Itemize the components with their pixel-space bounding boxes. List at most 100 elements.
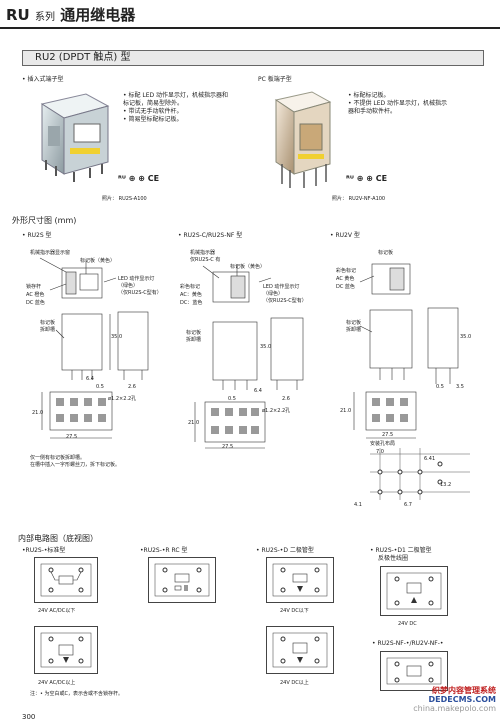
product-1-bullet: • 标配 LED 动作显示灯，机械指示器和 [123,92,229,99]
ru2s-c-label: LED 动作显示灯 [263,284,300,290]
product-2-bullet: • 标配标记板。 [348,92,390,99]
header-rule [0,27,500,29]
ru2v-dim: 27.5 [382,432,394,438]
page-title: 通用继电器 [60,6,136,24]
series-word: 系列 [34,12,55,23]
product-2-bullet: • 不提供 LED 动作显示灯，机械指示 [348,100,448,107]
ru2s-title: • RU2S 型 [22,232,52,239]
product-2-label: PC 板端子型 [258,76,292,83]
ru2v-label: 标记板 [378,250,394,256]
ru2v-dim: 21.0 [340,408,352,414]
cert-logos-2: ᴿᵁ ⊕ ⊕ CE [346,174,387,183]
ru2v-title: • RU2V 型 [330,232,360,239]
ru2s-dim: 2.6 [128,384,136,390]
ru2v-dim: 7.0 [376,449,384,455]
ru2v-label: AC 黄色 [336,276,355,282]
csa-logo-icon: ⊕ [128,174,136,183]
ru2s-dim: ø1.2×2.2孔 [108,396,137,402]
ru2s-c-label: 彩色标记 [180,284,201,290]
ru2v-dim: 4.1 [354,502,362,508]
ul-logo-icon: ᴿᵁ [346,174,354,183]
ru2v-drawing [330,242,490,512]
ru2v-label: DC 蓝色 [336,284,355,290]
relay-photo-pc-board [272,88,334,190]
ru2s-c-dim: 21.0 [188,420,200,426]
watermark-url-2: china.makepolo.com [413,704,496,713]
ru2v-dim: 0.5 [436,384,444,390]
cert-logos-1: ᴿᵁ ⊕ ⊕ CE [118,174,159,183]
ru2v-dim: 6.7 [404,502,412,508]
ru2s-dim: 35.0 [111,334,123,340]
ru2s-label: 标记板（黄色） [80,258,116,264]
page-header: RU 系列 通用继电器 [6,4,135,25]
ru2s-label: 拆卸槽 [40,327,56,333]
ru2v-dim: 6.41 [424,456,436,462]
ru2s-c-dim: 35.0 [260,344,272,350]
model-title-box: RU2 (DPDT 触点) 型 [22,50,484,66]
ru2s-label: DC 蓝色 [26,300,45,306]
circuit-title: • RU2S-•D 二极管型 [256,547,314,554]
ru2s-label: （绿色） [118,283,139,289]
ru2v-dim: 35.0 [460,334,472,340]
circuit-subtitle: 反极性线圈 [378,555,409,562]
ru2s-label: 锁存杆 [26,284,42,290]
ru2v-label: 安装孔布局 [370,441,396,447]
ce-logo-icon: CE [147,174,160,183]
circuit-voltage: 24V AC/DC以上 [38,680,76,686]
ru2s-label: AC 橙色 [26,292,45,298]
product-2-bullet: 器和手动软件杆。 [348,108,397,115]
circuit-title: •RU2S-•标准型 [22,547,66,554]
dimensions-section-title: 外形尺寸图 (mm) [12,216,77,225]
ru2s-label: 标记板 [40,320,56,326]
circuit-diagram-nf [380,651,448,691]
ru2v-dim: 13.2 [440,482,452,488]
watermark-url: DEDECMS.COM [428,695,496,704]
ru2s-c-drawing [175,242,330,457]
ce-logo-icon: CE [375,174,388,183]
circuit-diagram-diode-high [266,626,334,674]
circuit-voltage: 24V DC以下 [280,608,309,614]
product-2-bullets: • 标配标记板。 • 不提供 LED 动作显示灯，机械指示 器和手动软件杆。 [348,92,447,116]
circuit-title: •RU2S-•R RC 型 [140,547,188,554]
watermark-brand: 织梦内容管理系统 [432,686,496,695]
watermark: 织梦内容管理系统 DEDECMS.COM china.makepolo.com [413,686,496,713]
circuit-diagram-diode-reverse [380,566,448,616]
ru2s-c-dim: 2.6 [282,396,290,402]
ru2s-c-label: AC：黄色 [180,292,202,298]
ru2s-drawing [20,242,170,452]
circuit-voltage: 24V DC [398,621,417,627]
ul-logo-icon: ᴿᵁ [118,174,126,183]
ru2s-c-label: 拆卸槽 [186,337,202,343]
ru2s-c-label: DC：蓝色 [180,300,203,306]
product-1-bullet: 标记板，简易型除外。 [123,100,184,107]
product-1-bullet: • 带试无手动软件杆。 [123,108,183,115]
ru2v-label: 彩色标记 [336,268,357,274]
ru2s-label: 机械指示器显示窗 [30,250,71,256]
ru2s-c-dim: 0.5 [228,396,236,402]
tuv-logo-icon: ⊕ [366,174,373,183]
ru2v-label: 拆卸槽 [346,327,362,333]
ru2s-dim: 0.5 [96,384,104,390]
ru2s-dim: 21.0 [32,410,44,416]
photo-caption-1: 照片： RU2S-A100 [102,196,147,202]
ru2s-label: LED 动作显示灯 [118,276,155,282]
relay-photo-plug-in [34,90,114,185]
ru2s-c-label: （仅RU2S-C型有） [263,298,307,304]
product-1-label: • 插入式端子型 [22,76,64,83]
ru2s-c-dim: 27.5 [222,444,234,450]
circuits-section-title: 内部电路图（底视图） [18,534,98,543]
circuit-diagram-diode-low [266,557,334,603]
ru2v-dim: 3.5 [456,384,464,390]
ru2s-note: 在槽中插入一字形螺丝刀，拆下标记板。 [30,462,121,468]
circuit-diagram-standard-high [34,626,98,674]
circuit-voltage: 24V AC/DC以下 [38,608,76,614]
ru2s-c-label: 标记板 [186,330,202,336]
ru2s-note: 仅一侧有标记板拆卸槽。 [30,455,86,461]
page-number: 300 [22,713,36,721]
circuit-title: • RU2S-•D1 二极管型 [370,547,432,554]
tuv-logo-icon: ⊕ [138,174,145,183]
series-prefix: RU [6,6,30,24]
ru2s-dim: 27.5 [66,434,78,440]
product-1-bullet: • 简易型标配标记板。 [123,116,183,123]
ru2s-c-label: （绿色） [263,291,284,297]
